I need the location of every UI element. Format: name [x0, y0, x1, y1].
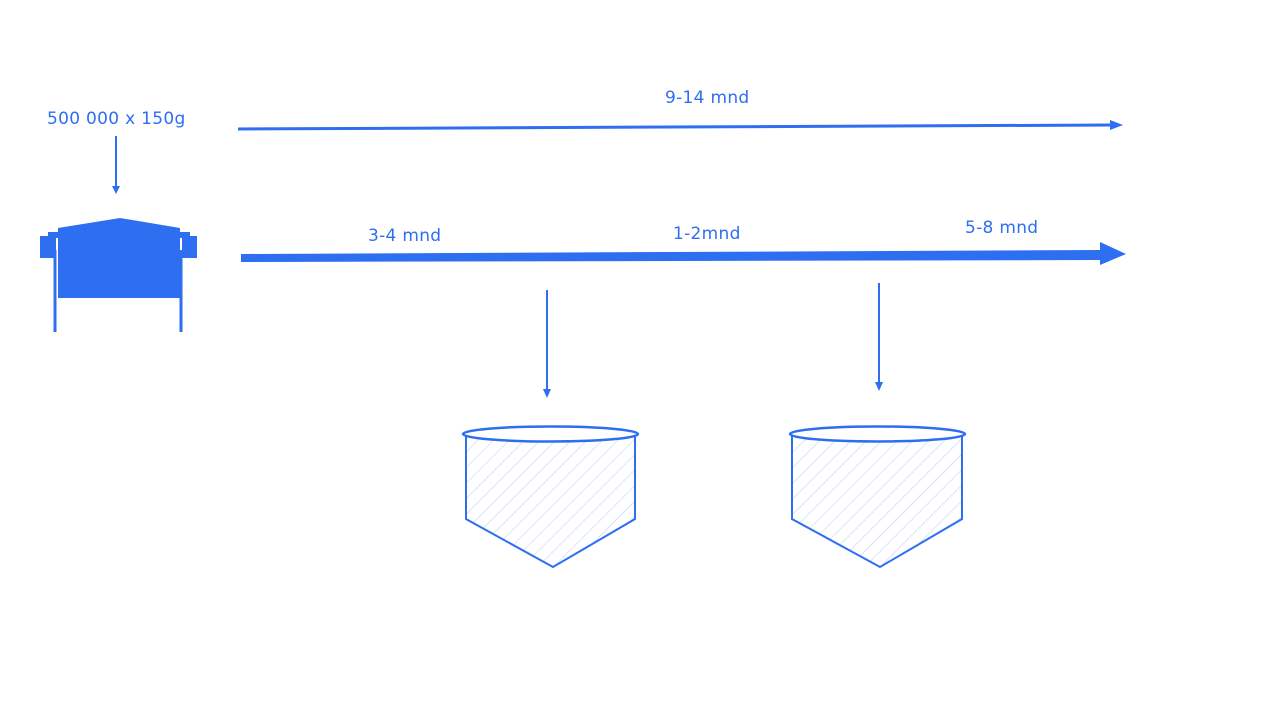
top-timeline-arrow: [237, 120, 1123, 131]
stage-3-label: 5-8 mnd: [965, 218, 1039, 238]
top-timeline-label: 9-14 mnd: [665, 88, 750, 108]
bottom-timeline-arrow: [241, 242, 1126, 265]
stage-2-label: 1-2mnd: [673, 224, 741, 244]
fish-transport-tank-icon: [40, 218, 197, 332]
input-arrow: [112, 136, 120, 194]
cage-1-arrow: [543, 290, 551, 398]
stage-1-label: 3-4 mnd: [368, 226, 442, 246]
cage-2-arrow: [875, 283, 883, 391]
net-pen-icon: [461, 425, 640, 569]
input-quantity-label: 500 000 x 150g: [47, 109, 186, 129]
net-pen-icon: [788, 425, 967, 569]
